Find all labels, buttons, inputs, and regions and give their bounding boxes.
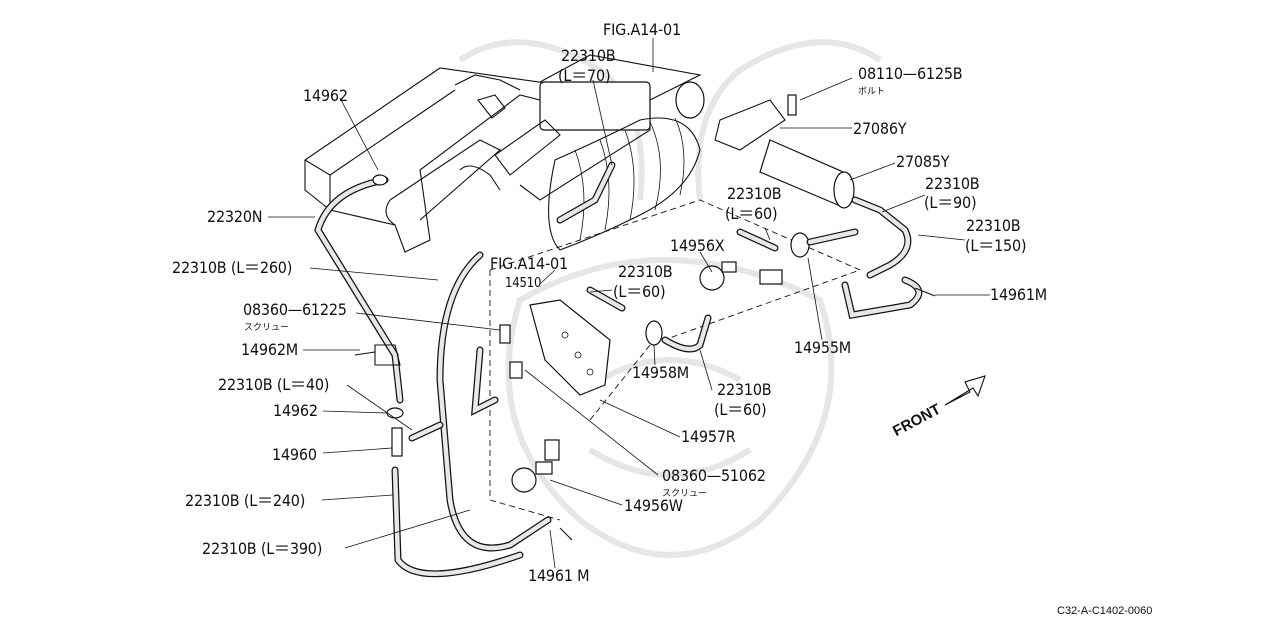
label-27085y: 27085Y	[896, 152, 950, 171]
label-22310b-l90: 22310B	[925, 174, 980, 193]
label-14962-mid: 14962	[273, 401, 318, 420]
label-08360-61225: 08360—61225	[243, 300, 347, 319]
label-22310b-l260: 22310B (L＝260)	[172, 258, 293, 277]
connector-14960	[391, 427, 403, 457]
bracket-14957R	[529, 299, 611, 396]
label-08110-6125b: 08110—6125B	[858, 64, 963, 83]
bracket-outline	[489, 199, 862, 521]
label-08110-jp: ボルト	[858, 87, 886, 97]
label-14956x: 14956X	[670, 236, 725, 255]
label-fig-ref-top: FIG.A14-01	[603, 20, 681, 39]
label-14958m: 14958M	[632, 363, 690, 382]
label-14510: 14510	[505, 276, 542, 291]
label-22310b-l150-len: (L＝150)	[965, 236, 1027, 255]
label-22310b-l390: 22310B (L＝390)	[202, 539, 323, 558]
label-14962m: 14962M	[241, 340, 299, 359]
damper-14958M	[645, 320, 663, 346]
label-22320n: 22320N	[207, 207, 263, 226]
label-22310b-l60-b: 22310B	[618, 262, 673, 281]
label-08360-51062: 08360—51062	[662, 466, 766, 485]
label-14960: 14960	[272, 445, 317, 464]
label-22310b-l240: 22310B (L＝240)	[185, 491, 306, 510]
label-fig-ref-mid: FIG.A14-01	[490, 254, 568, 273]
label-14957r: 14957R	[681, 427, 736, 446]
label-14955m: 14955M	[794, 338, 852, 357]
valve-14955M	[790, 232, 810, 258]
valve-14956W	[511, 439, 560, 493]
label-27086y: 27086Y	[853, 119, 907, 138]
leader-lines	[268, 38, 990, 569]
label-14962-top: 14962	[303, 86, 348, 105]
label-22310b-l40: 22310B (L＝40)	[218, 375, 330, 394]
image-code: C32-A-C1402-0060	[1057, 605, 1153, 617]
label-22310b-l90-len: (L＝90)	[924, 193, 977, 212]
engine-assembly	[304, 54, 705, 253]
label-14961m-bottom: 14961 M	[528, 566, 590, 585]
label-08360-51062-jp: スクリュー	[662, 489, 708, 499]
label-22310b-l60-c: 22310B	[717, 380, 772, 399]
label-22310b-l60-c-len: (L＝60)	[714, 400, 767, 419]
front-arrow-icon	[944, 375, 986, 406]
canister-27085Y	[714, 99, 855, 209]
label-22310b-l60-a-len: (L＝60)	[725, 204, 778, 223]
label-14956w: 14956W	[624, 496, 683, 515]
label-22310b-l70-len: (L＝70)	[558, 66, 611, 85]
label-22310b-l150: 22310B	[966, 216, 1021, 235]
label-22310b-l60-a: 22310B	[727, 184, 782, 203]
label-22310b-l60-b-len: (L＝60)	[613, 282, 666, 301]
label-14961m-right: 14961M	[990, 285, 1048, 304]
label-08360-61225-jp: スクリュー	[244, 323, 290, 333]
label-22310b-l70: 22310B	[561, 46, 616, 65]
valve-14956X	[699, 261, 783, 291]
hoses	[314, 161, 923, 578]
